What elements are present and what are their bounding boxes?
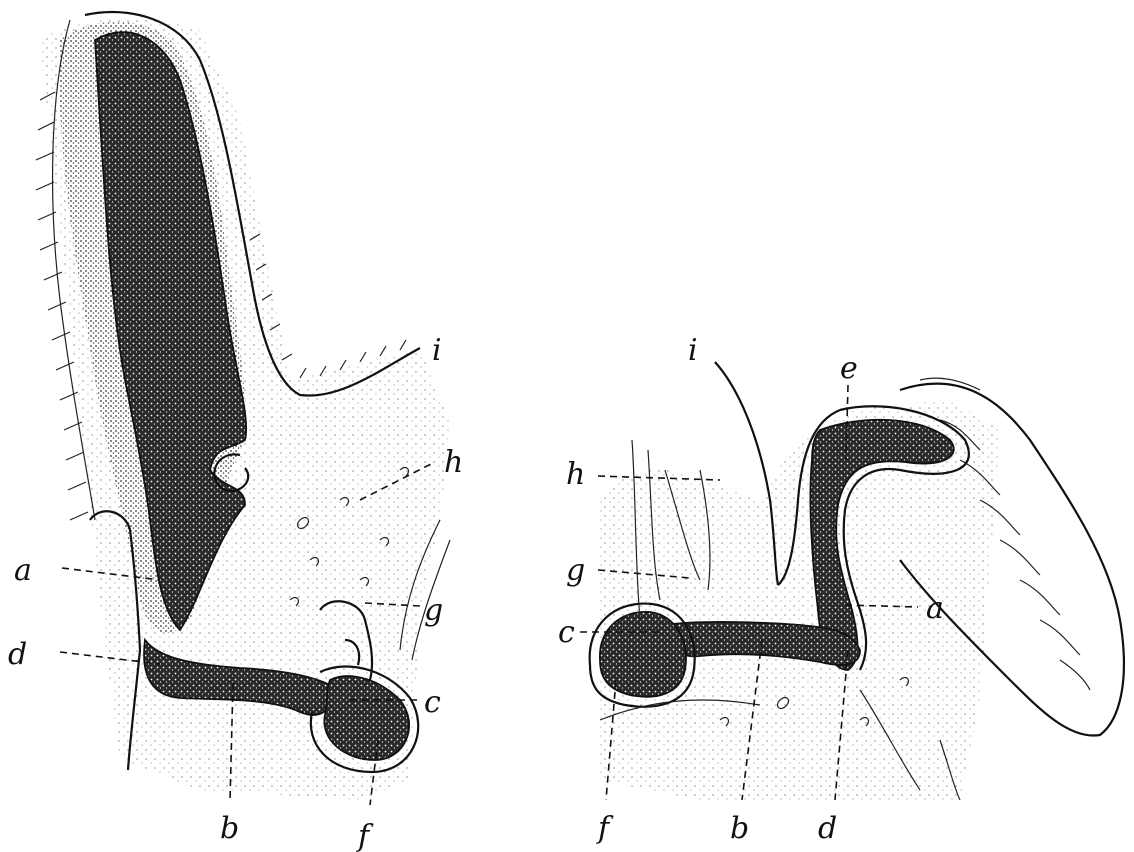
label-right-a: a [926,591,944,626]
label-right-g: g [566,553,585,588]
label-left-a: a [14,553,32,588]
label-right-h: h [566,457,585,492]
label-left-b: b [220,811,239,846]
label-right-c: c [558,615,575,650]
label-left-h: h [444,445,463,480]
label-right-i: i [688,333,698,368]
label-left-f: f [356,819,374,852]
left-specimen [36,12,450,800]
right-specimen [590,362,1124,800]
label-left-d: d [8,637,27,672]
label-right-d: d [818,811,837,846]
label-left-g: g [424,593,443,628]
label-right-b: b [730,811,749,846]
label-left-i: i [432,333,442,368]
label-left-c: c [424,685,441,720]
label-right-e: e [840,351,858,386]
label-right-f: f [596,811,614,846]
right-terminal-bulb [600,612,686,697]
